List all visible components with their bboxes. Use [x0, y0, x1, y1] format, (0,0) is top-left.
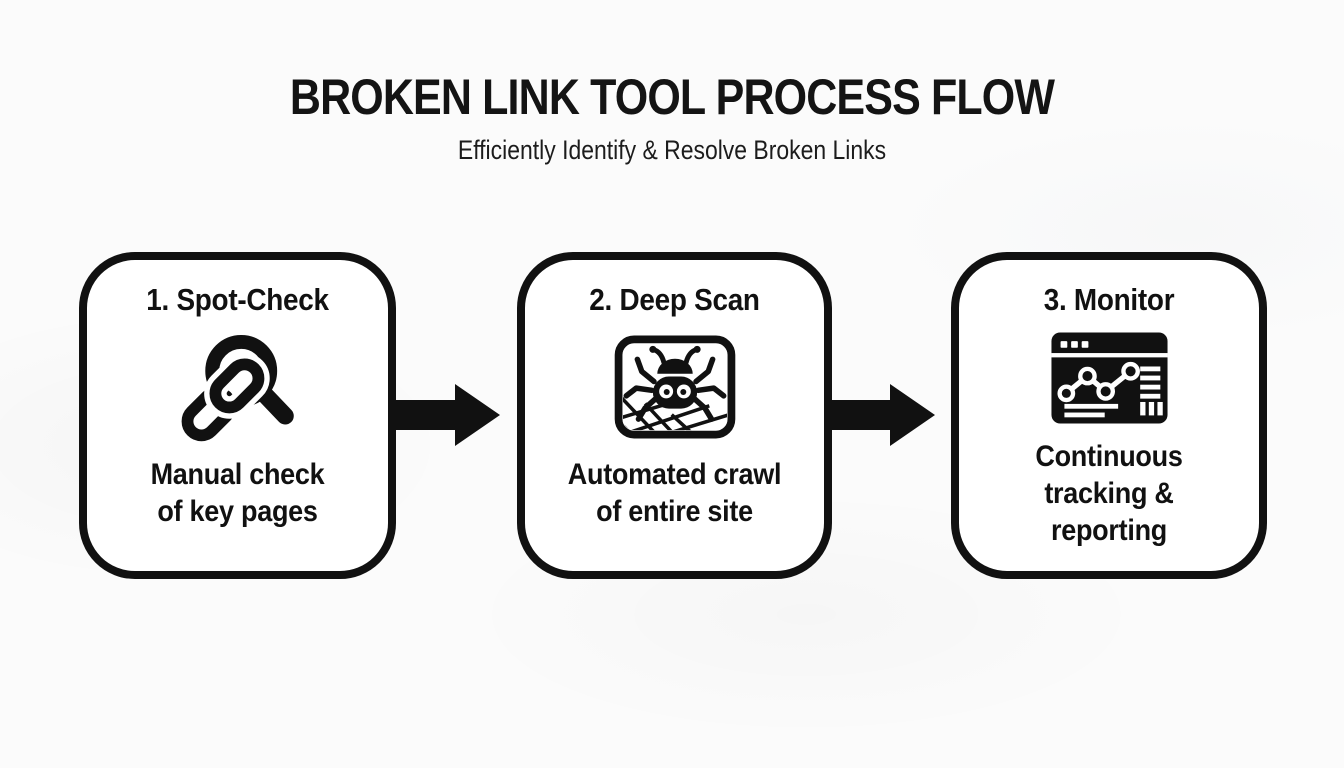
- step-description: Manual check of key pages: [102, 456, 373, 530]
- link-magnifier-icon: [87, 326, 388, 448]
- page-title: BROKEN LINK TOOL PROCESS FLOW: [289, 69, 1055, 125]
- spider-crawler-icon-svg: [614, 335, 735, 439]
- link-magnifier-icon-svg: [175, 334, 294, 446]
- step-description: Continuous tracking & reporting: [974, 438, 1244, 549]
- step-card-deep-scan: 2. Deep Scan: [517, 252, 832, 579]
- step-description-line: Continuous: [1035, 440, 1183, 473]
- step-description-line: Manual check: [150, 458, 325, 491]
- step-description: Automated crawl of entire site: [540, 456, 809, 530]
- step-description-line: of entire site: [596, 495, 753, 528]
- dashboard-report-icon: [959, 326, 1259, 430]
- header: BROKEN LINK TOOL PROCESS FLOW Efficientl…: [0, 68, 1344, 166]
- step-card-monitor: 3. Monitor: [951, 252, 1267, 579]
- step-description-line: Automated crawl: [567, 458, 782, 491]
- arrow-right-icon: [396, 384, 500, 446]
- step-description-line: of key pages: [157, 495, 318, 528]
- spider-crawler-icon: [525, 326, 824, 448]
- step-title: 3. Monitor: [1043, 282, 1175, 317]
- step-description-line: tracking &: [1044, 477, 1174, 510]
- step-title: 2. Deep Scan: [589, 282, 760, 317]
- page-subtitle: Efficiently Identify & Resolve Broken Li…: [457, 135, 887, 165]
- dashboard-report-icon-svg: [1050, 332, 1168, 424]
- arrow-right-icon: [831, 384, 935, 446]
- step-title: 1. Spot-Check: [146, 282, 329, 317]
- step-card-spot-check: 1. Spot-Check Manual check of key pages: [79, 252, 396, 579]
- step-description-line: reporting: [1050, 514, 1168, 547]
